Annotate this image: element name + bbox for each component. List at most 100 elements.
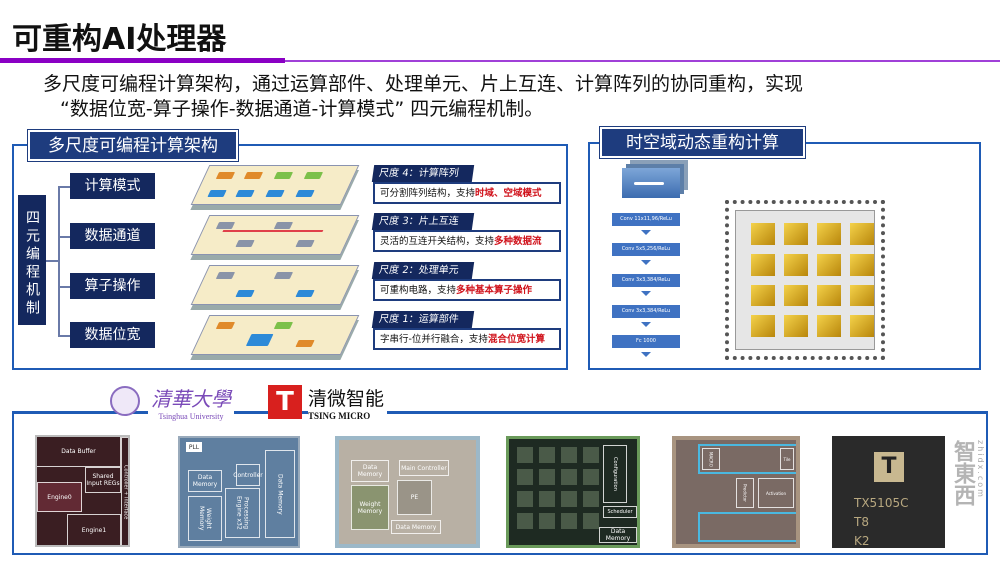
pe-tile [850, 223, 874, 245]
down-arrow-icon [641, 322, 651, 327]
title-underline-thick [0, 58, 285, 63]
die-label: Data Memory [391, 520, 441, 534]
connector [58, 236, 70, 238]
tsinghua-name-en: Tsinghua University [158, 412, 224, 421]
die-label: Processing Engine x32 [225, 488, 260, 538]
scale-highlight: 多种基本算子操作 [456, 285, 533, 296]
scale-highlight: 混合位宽计算 [487, 334, 545, 345]
architecture-panel [12, 144, 568, 370]
pe-tile [784, 284, 808, 307]
chip-gallery-panel [12, 411, 988, 555]
die-label: Controller [233, 464, 263, 486]
watermark-url: zhidx.com [976, 440, 985, 499]
chip-marking: TX5105C T8 K2 [854, 494, 908, 548]
die-label: Controller + Interface [121, 437, 128, 545]
tsing-micro-logo: 清微智能 TSING MICRO [308, 384, 388, 421]
pe-tile [817, 223, 841, 245]
pe-grid [517, 447, 599, 529]
chip-marking-line: K2 [854, 534, 870, 548]
connector [46, 260, 58, 262]
item-data-channel: 数据通道 [70, 223, 155, 249]
die-label: Configuration [603, 445, 627, 503]
connector [58, 186, 70, 188]
cnn-layer: Conv 3x3,384/ReLu [612, 274, 680, 287]
chip-pins [725, 200, 885, 360]
down-arrow-icon [641, 230, 651, 235]
chip-marking-line: TX5105C [854, 496, 909, 510]
macro-row-bottom [698, 512, 796, 542]
item-operator: 算子操作 [70, 273, 155, 299]
chip-marking-line: T8 [854, 515, 869, 529]
mechanism-label: 四元编程机制 [18, 195, 46, 325]
die-label: Data Memory [265, 450, 295, 538]
die-label: Activation [758, 478, 794, 508]
cnn-layer: Fc 1000 [612, 335, 680, 348]
scale-4: 尺度 4：计算阵列 可分割阵列结构，支持时域、空域模式 [371, 165, 561, 204]
slide-title: 可重构AI处理器 [12, 22, 227, 57]
cnn-layer: Conv 11x11,96/ReLu [612, 213, 680, 226]
scale-highlight: 多种数据流 [494, 236, 542, 247]
pe-tile [850, 284, 874, 307]
layer-stack-diagram [190, 165, 360, 365]
pe-tile [850, 315, 874, 337]
scale-text: 字串行-位并行融合，支持 [380, 334, 488, 345]
tsing-micro-chip-logo: T [874, 452, 904, 482]
pe-tile [817, 253, 841, 276]
item-compute-mode: 计算模式 [70, 173, 155, 199]
die-label: MACRO [702, 448, 720, 470]
chip-die-2: PLL Data Memory Controller Processing En… [178, 436, 300, 548]
pe-tile [751, 253, 775, 276]
die-label: Main Controller [399, 460, 449, 476]
die-label: Weight Memory [351, 485, 389, 530]
die-label: Engine0 [37, 482, 82, 512]
cnn-layer: Conv 5x5,256/ReLu [612, 243, 680, 256]
down-arrow-icon [641, 260, 651, 265]
chip-die-1: Data Buffer Shared Input REGs Engine0 En… [35, 435, 130, 547]
connector [58, 335, 70, 337]
scale-header: 尺度 4：计算阵列 [371, 165, 475, 182]
tsing-name-cn: 清微智能 [308, 388, 385, 410]
reconfig-panel-title: 时空域动态重构计算 [600, 127, 805, 158]
tsing-name-en: TSING MICRO [308, 411, 371, 421]
intro-line-1: 多尺度可编程计算架构，通过运算部件、处理单元、片上互连、计算阵列的协同重构，实现 [43, 73, 804, 95]
architecture-panel-title: 多尺度可编程计算架构 [28, 130, 238, 161]
die-label: PE [397, 480, 432, 515]
airplane-image-stack [622, 168, 680, 198]
pe-tile [817, 315, 841, 337]
pe-tile [751, 223, 775, 245]
scale-3: 尺度 3：片上互连 灵活的互连开关结构，支持多种数据流 [371, 213, 561, 252]
die-label: Data Memory [188, 470, 222, 492]
tsinghua-logo: 清華大學 Tsinghua University [148, 383, 234, 421]
die-label: Weight Memory [188, 496, 222, 541]
pe-tile [817, 284, 841, 307]
scale-header: 尺度 1：运算部件 [371, 311, 475, 328]
pe-tile [784, 315, 808, 337]
pe-tile [751, 284, 775, 307]
pe-tile [784, 223, 808, 245]
scale-text: 灵活的互连开关结构，支持 [380, 236, 495, 247]
cnn-layer: Conv 3x3,384/ReLu [612, 305, 680, 318]
die-label: Data Memory [351, 460, 389, 482]
pe-tile [850, 253, 874, 276]
item-data-width: 数据位宽 [70, 322, 155, 348]
title-underline-thin [285, 60, 1000, 62]
die-label: Data Buffer [37, 437, 121, 467]
tsing-micro-logo-icon: T [268, 385, 302, 419]
chip-die-5: MACRO Tile Predictor Activation [672, 436, 800, 548]
scale-text: 可分割阵列结构，支持 [380, 188, 476, 199]
scale-text: 可重构电路，支持 [380, 285, 457, 296]
chip-die-4: Configuration Scheduler Data Memory [506, 436, 640, 548]
die-label: Scheduler [603, 506, 637, 518]
die-label: Predictor [736, 478, 754, 508]
chip-array-diagram [735, 210, 875, 350]
connector [58, 186, 60, 336]
die-label: Shared Input REGs [85, 467, 121, 493]
die-label: PLL [186, 442, 202, 452]
scale-header: 尺度 3：片上互连 [371, 213, 475, 230]
scale-1: 尺度 1：运算部件 字串行-位并行融合，支持混合位宽计算 [371, 311, 561, 350]
chip-die-3: Data Memory Main Controller Weight Memor… [335, 436, 480, 548]
tsinghua-name-cn: 清華大學 [151, 387, 231, 411]
pe-tile [784, 253, 808, 276]
die-label: Data Memory [599, 527, 637, 543]
down-arrow-icon [641, 352, 651, 357]
